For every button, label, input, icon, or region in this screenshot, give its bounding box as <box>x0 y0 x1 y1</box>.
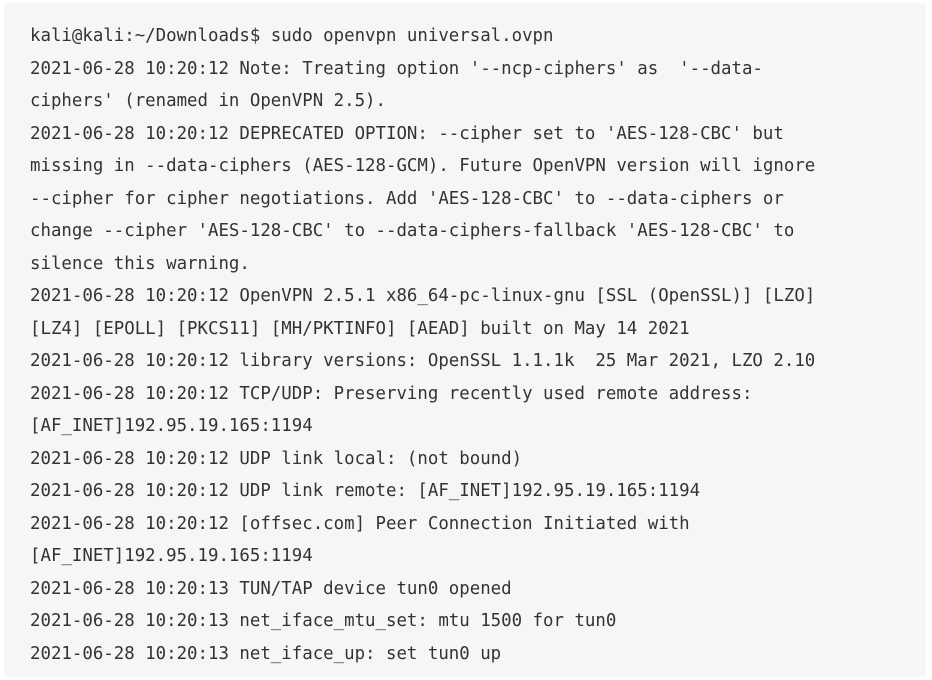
output-line: 2021-06-28 10:20:12 UDP link remote: [AF… <box>30 481 701 501</box>
output-line: 2021-06-28 10:20:12 TCP/UDP: Preserving … <box>30 383 753 404</box>
output-line: [AF_INET]192.95.19.165:1194 <box>30 546 313 566</box>
output-line: --cipher for cipher negotiations. Add 'A… <box>30 188 784 209</box>
prompt-command-line: kali@kali:~/Downloads$ sudo openvpn univ… <box>30 26 554 46</box>
output-line: change --cipher 'AES-128-CBC' to --data-… <box>30 221 795 241</box>
output-line: [LZ4] [EPOLL] [PKCS11] [MH/PKTINFO] [AEA… <box>30 318 690 339</box>
output-line: silence this warning. <box>30 253 250 274</box>
output-line: 2021-06-28 10:20:12 OpenVPN 2.5.1 x86_64… <box>30 286 816 306</box>
output-line: 2021-06-28 10:20:12 UDP link local: (not… <box>30 448 523 469</box>
output-line: 2021-06-28 10:20:12 library versions: Op… <box>30 351 816 371</box>
output-line: 2021-06-28 10:20:12 DEPRECATED OPTION: -… <box>30 123 784 144</box>
output-line: 2021-06-28 10:20:12 [offsec.com] Peer Co… <box>30 513 690 534</box>
output-line: missing in --data-ciphers (AES-128-GCM).… <box>30 156 816 176</box>
output-line: 2021-06-28 10:20:13 TUN/TAP device tun0 … <box>30 578 512 599</box>
output-line: ciphers' (renamed in OpenVPN 2.5). <box>30 91 386 111</box>
output-line: 2021-06-28 10:20:13 net_iface_mtu_set: m… <box>30 611 617 631</box>
output-line: 2021-06-28 10:20:12 Note: Treating optio… <box>30 58 763 79</box>
terminal-output[interactable]: kali@kali:~/Downloads$ sudo openvpn univ… <box>4 3 926 677</box>
output-line: 2021-06-28 10:20:13 net_iface_up: set tu… <box>30 643 502 664</box>
output-line: [AF_INET]192.95.19.165:1194 <box>30 416 313 436</box>
